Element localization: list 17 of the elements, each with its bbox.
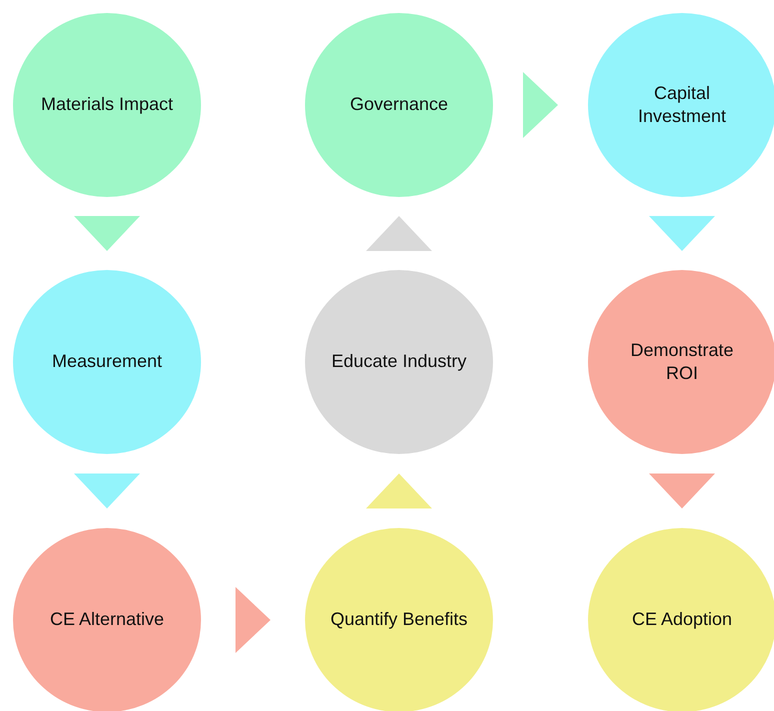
arrow-triangle [236,587,270,653]
node-label: Demonstrate ROI [629,338,735,385]
arrow-triangle [74,474,140,508]
node-label: Governance [350,93,448,116]
node-label: Measurement [52,350,162,374]
node-label: Educate Industry [331,350,467,374]
arrow-triangle [649,216,715,251]
arrow-triangle [74,216,140,251]
arrow-triangle [649,474,715,508]
arrow-triangle [366,216,432,251]
node-label: CE Alternative [50,608,164,632]
node-label: Quantify Benefits [330,608,468,632]
arrow-triangle [523,72,558,138]
node-label: Capital Investment [636,82,728,128]
arrow-triangle [366,474,432,508]
node-label: CE Adoption [632,608,732,632]
node-label: Materials Impact [40,93,174,116]
